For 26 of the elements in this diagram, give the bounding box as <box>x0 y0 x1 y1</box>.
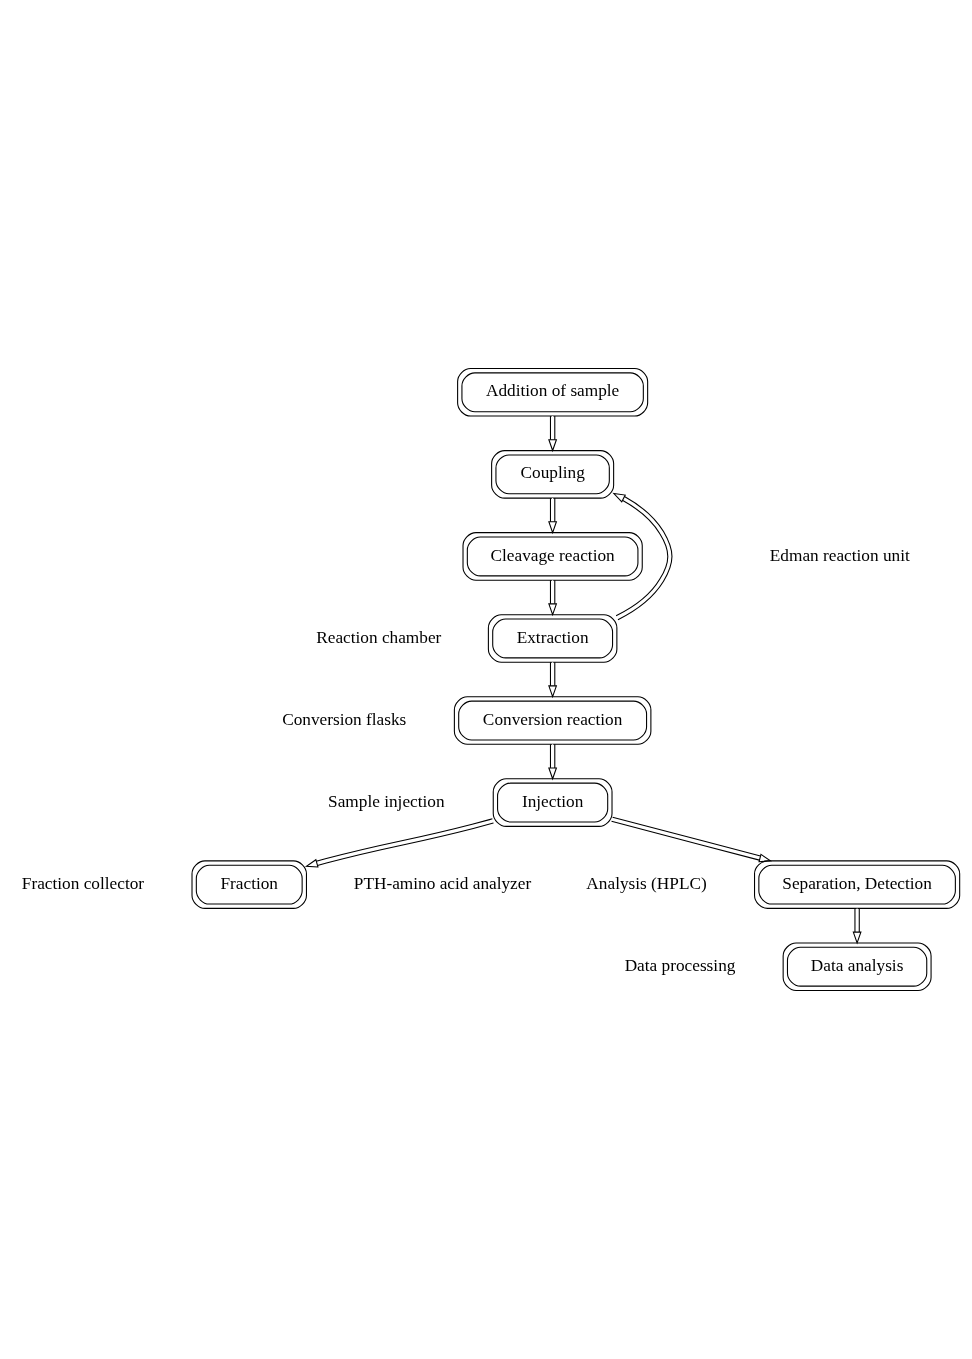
node-box: Injection <box>492 778 613 827</box>
node-box: Extraction <box>487 614 617 663</box>
label: Sample injection <box>327 791 445 811</box>
arrow <box>547 579 557 617</box>
arrow <box>547 743 557 781</box>
arrow <box>547 661 557 699</box>
label: Edman reaction unit <box>769 545 910 565</box>
arrow <box>547 497 557 535</box>
label: Fraction collector <box>21 873 144 893</box>
arrow <box>610 816 772 863</box>
label: Reaction chamber <box>315 627 441 647</box>
node-box: Cleavage reaction <box>461 532 643 581</box>
arrow <box>547 415 557 453</box>
node-box: Coupling <box>490 450 614 499</box>
node-box: Conversion reaction <box>453 696 651 745</box>
node-box: Addition of sample <box>456 368 648 417</box>
label: PTH-amino acid analyzer <box>353 873 531 893</box>
label: Conversion flasks <box>281 709 406 729</box>
node-box: Fraction <box>190 860 307 909</box>
arrow <box>304 818 494 868</box>
arrow <box>611 492 672 621</box>
node-box: Separation, Detection <box>753 860 960 909</box>
label: Data processing <box>624 955 735 975</box>
label: Analysis (HPLC) <box>585 873 707 893</box>
node-box: Data analysis <box>782 942 932 991</box>
arrow <box>852 907 862 945</box>
